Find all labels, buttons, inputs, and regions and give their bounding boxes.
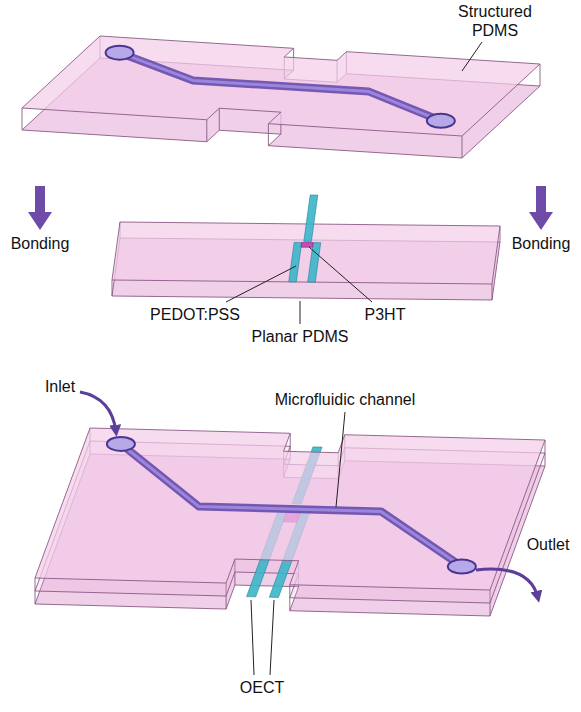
leader-line [270,600,274,675]
slab-top-face [35,428,545,590]
pedot-electrode [289,242,302,282]
leader-line [226,266,296,302]
slab-edge [462,136,463,158]
leader-line [251,600,254,675]
slab-edge [268,124,269,146]
microfluidic-channel [121,444,462,567]
channel-highlight [121,444,462,567]
port-hole [448,560,476,574]
leader-line [336,412,345,507]
part-label: Microfluidic channel [275,390,416,409]
part-label: Structured PDMS [440,2,550,40]
part-label: Planar PDMS [252,327,349,346]
planar-pdms [112,195,500,300]
port-hole [427,114,455,128]
slab-edge [22,108,23,130]
slab-edge [492,284,493,300]
part-label: P3HT [365,305,406,324]
slab-edge [112,280,113,296]
bonding-arrow [28,186,52,230]
pedot-electrode [308,243,321,283]
gate-electrode [304,195,318,241]
p3ht-channel [301,243,313,248]
leader-line [309,247,372,302]
part-label: OECT [240,678,284,697]
bonded-device [35,428,545,616]
arrows-and-leaders [28,42,553,675]
structured-pdms [22,36,540,158]
part-label: Inlet [45,377,75,396]
slab-edge [206,120,207,142]
channel-highlight [120,53,441,121]
part-label: Bonding [11,234,70,253]
slab-edge [219,108,220,130]
part-label: Bonding [512,234,571,253]
part-label: Outlet [527,535,570,554]
slab-top-face [22,36,540,136]
pdms-layers [22,36,545,616]
port-hole [107,437,135,451]
leader-line [462,42,482,71]
port-hole [106,46,134,60]
part-label: PEDOT:PSS [150,305,240,324]
inlet-arrow [80,392,116,432]
outlet-arrow [476,569,538,598]
slab-edge [540,64,541,86]
leader-line [300,301,301,324]
microfluidic-channel [120,53,441,121]
bonding-arrow [529,186,553,230]
